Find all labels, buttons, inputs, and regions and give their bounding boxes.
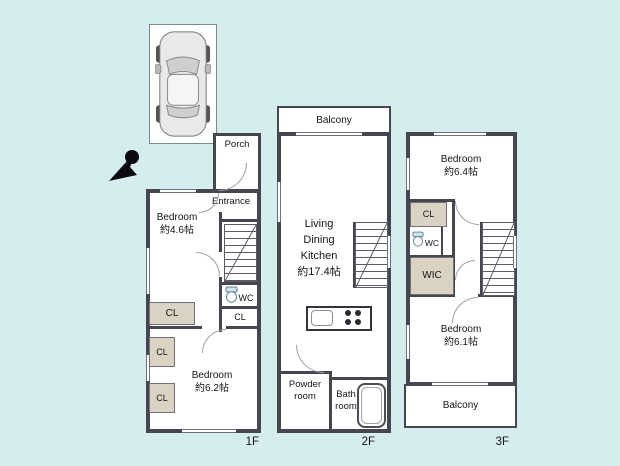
- closet-cl: CL: [149, 337, 175, 367]
- bedroom-name: Bedroom: [440, 324, 482, 335]
- compass-north-icon: [109, 150, 139, 181]
- powder-line: room: [294, 391, 316, 402]
- bath-room-label: Bath room: [333, 389, 359, 413]
- window: [406, 325, 410, 359]
- wc-label-3f: WC: [424, 238, 440, 248]
- window: [432, 382, 488, 386]
- wall: [222, 282, 257, 285]
- closet-cl: CL: [149, 302, 195, 325]
- wall: [281, 371, 330, 374]
- bedroom-size: 約4.6帖: [160, 225, 194, 236]
- bedroom-size: 約6.1帖: [444, 337, 478, 348]
- bedroom-a-label-3f: Bedroom 約6.4帖: [429, 153, 493, 179]
- bedroom-size: 約6.4帖: [444, 167, 478, 178]
- stairs-3f: [482, 222, 515, 296]
- floor2-tag: 2F: [361, 436, 375, 448]
- bath-line: Bath: [336, 389, 356, 400]
- closet-cl-3f: CL: [410, 202, 447, 227]
- wall: [226, 326, 257, 329]
- bedroom-name: Bedroom: [191, 370, 233, 381]
- stairs-1f: [224, 224, 257, 282]
- window: [182, 429, 236, 433]
- floor3-tag: 3F: [495, 436, 509, 448]
- wall: [219, 277, 222, 332]
- stove-burner-icon: [355, 310, 361, 316]
- wc-label-1f: WC: [238, 293, 254, 303]
- bedroom-size: 約6.2帖: [195, 383, 229, 394]
- ldk-line: Living: [304, 218, 334, 230]
- powder-line: Powder: [288, 379, 322, 390]
- bedroom-b-label-1f: Bedroom 約6.2帖: [182, 369, 242, 395]
- stairs-2f: [355, 222, 388, 288]
- wall: [441, 227, 443, 257]
- wall: [219, 212, 222, 252]
- closet-cl-label: CL: [234, 312, 246, 322]
- ldk-line: Kitchen: [300, 250, 338, 262]
- toilet-icon: [225, 286, 238, 303]
- window: [146, 248, 150, 294]
- window: [513, 236, 517, 268]
- wall: [222, 219, 257, 222]
- window: [387, 236, 391, 268]
- wall: [480, 222, 482, 296]
- balcony-3f: Balcony: [404, 384, 517, 428]
- wall: [410, 294, 452, 297]
- bedroom-name: Bedroom: [156, 212, 198, 223]
- bathtub-inner: [361, 387, 382, 424]
- closet-cl: CL: [149, 383, 175, 413]
- toilet-icon: [412, 231, 424, 247]
- parking-space: [149, 24, 217, 144]
- window: [296, 132, 362, 136]
- wall: [353, 222, 355, 288]
- stove-burner-icon: [345, 310, 351, 316]
- wall: [410, 255, 454, 257]
- window: [434, 132, 486, 136]
- wall: [329, 371, 332, 429]
- window: [277, 182, 281, 222]
- ldk-size: 約17.4帖: [297, 266, 341, 278]
- car-icon: [155, 31, 211, 137]
- window: [160, 189, 196, 193]
- bedroom-name: Bedroom: [440, 154, 482, 165]
- wall: [332, 377, 389, 380]
- wall: [410, 199, 454, 202]
- floor1-tag: 1F: [245, 436, 259, 448]
- stove-burner-icon: [345, 319, 351, 325]
- ldk-label: Living Dining Kitchen 約17.4帖: [283, 216, 355, 280]
- wall: [452, 199, 455, 297]
- wall: [150, 326, 202, 329]
- kitchen-sink-icon: [311, 310, 333, 326]
- wic-closet: WIC: [410, 257, 454, 295]
- stove-burner-icon: [355, 319, 361, 325]
- bedroom-a-label-1f: Bedroom 約4.6帖: [149, 211, 205, 237]
- window: [146, 355, 150, 381]
- wall: [222, 306, 257, 309]
- bedroom-b-label-3f: Bedroom 約6.1帖: [429, 323, 493, 349]
- powder-room-label: Powder room: [283, 379, 327, 403]
- bath-line: room: [335, 401, 357, 412]
- window: [406, 158, 410, 190]
- entrance-label: Entrance: [211, 196, 251, 207]
- balcony-2f: Balcony: [277, 106, 391, 135]
- porch-label: Porch: [224, 139, 250, 150]
- ldk-line: Dining: [303, 234, 335, 246]
